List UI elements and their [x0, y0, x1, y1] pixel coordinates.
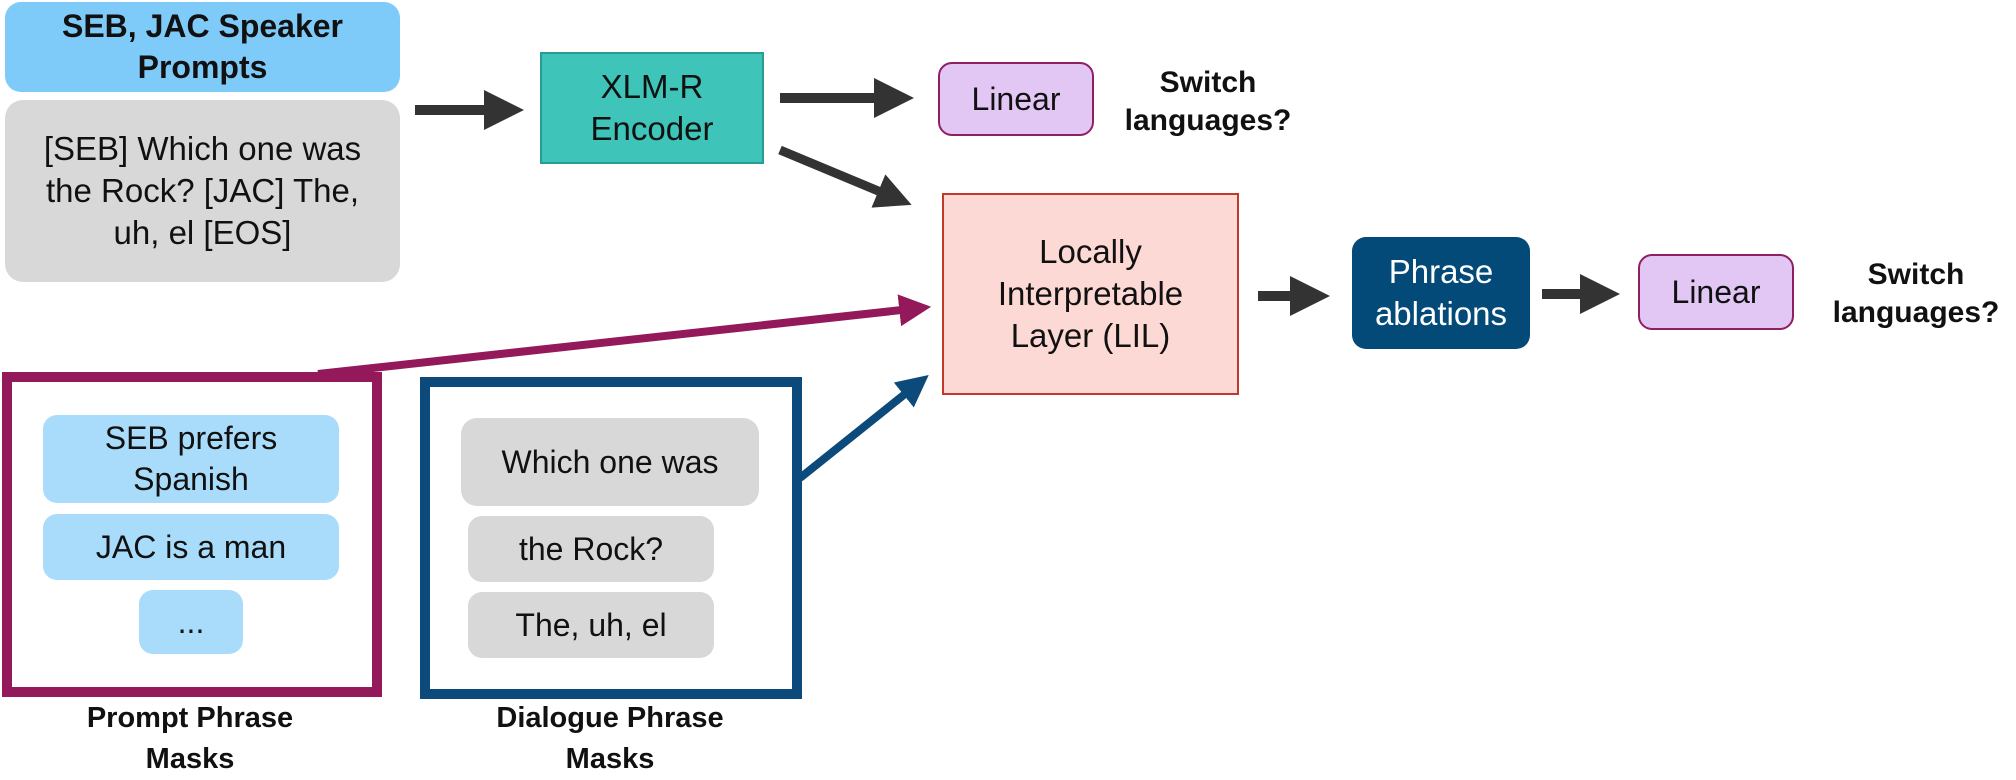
dialogue-mask-item-label: Which one was	[501, 443, 719, 480]
dialogue-mask-item-label: The, uh, el	[515, 606, 667, 643]
switch-languages-top-label: Switch languages?	[1124, 65, 1292, 137]
dialogue-phrase-masks-caption: Dialogue Phrase Masks	[470, 700, 750, 778]
prompt-phrase-masks-caption: Prompt Phrase Masks	[50, 700, 330, 778]
switch-languages-bottom-label: Switch languages?	[1832, 257, 2000, 329]
prompt-mask-item-label: JAC is a man	[95, 528, 287, 565]
prompt-mask-item: JAC is a man	[43, 514, 339, 580]
prompt-phrase-masks-caption-label: Prompt Phrase Masks	[86, 702, 294, 775]
phrase-ablations-label: Phrase ablations	[1374, 252, 1508, 332]
dialogue-mask-item: the Rock?	[468, 516, 714, 582]
input-dialogue-box: [SEB] Which one was the Rock? [JAC] The,…	[5, 100, 400, 282]
dialogue-phrase-masks-caption-label: Dialogue Phrase Masks	[496, 702, 724, 775]
arrow-dialogue-masks-to-lil	[797, 375, 929, 482]
xlm-r-encoder-box: XLM-R Encoder	[540, 52, 764, 164]
dialogue-mask-item: The, uh, el	[468, 592, 714, 658]
prompt-mask-item: ...	[139, 590, 243, 654]
arrow-prompt-masks-to-lil	[317, 294, 932, 378]
prompt-phrase-masks-frame	[2, 372, 382, 697]
phrase-ablations-box: Phrase ablations	[1352, 237, 1530, 349]
prompt-mask-item: SEB prefers Spanish	[43, 415, 339, 503]
prompt-mask-item-label: ...	[177, 603, 205, 640]
switch-languages-bottom: Switch languages?	[1818, 250, 2014, 338]
prompt-mask-item-label: SEB prefers Spanish	[104, 420, 278, 497]
lil-label: Locally Interpretable Layer (LIL)	[997, 232, 1184, 355]
input-dialogue-text: [SEB] Which one was the Rock? [JAC] The,…	[43, 129, 362, 252]
encoder-label: XLM-R Encoder	[590, 67, 714, 147]
speaker-prompts-label: SEB, JAC Speaker Prompts	[61, 8, 343, 85]
dialogue-mask-item: Which one was	[461, 418, 759, 506]
linear-top-box: Linear	[938, 62, 1094, 136]
arrow-encoder-to-lil	[778, 145, 912, 208]
lil-box: Locally Interpretable Layer (LIL)	[942, 193, 1239, 395]
linear-top-label: Linear	[971, 80, 1061, 117]
dialogue-phrase-masks-frame	[420, 377, 802, 699]
linear-bottom-box: Linear	[1638, 254, 1794, 330]
linear-bottom-label: Linear	[1671, 273, 1761, 310]
speaker-prompts-box: SEB, JAC Speaker Prompts	[5, 2, 400, 92]
dialogue-mask-item-label: the Rock?	[518, 530, 664, 567]
switch-languages-top: Switch languages?	[1108, 58, 1308, 146]
